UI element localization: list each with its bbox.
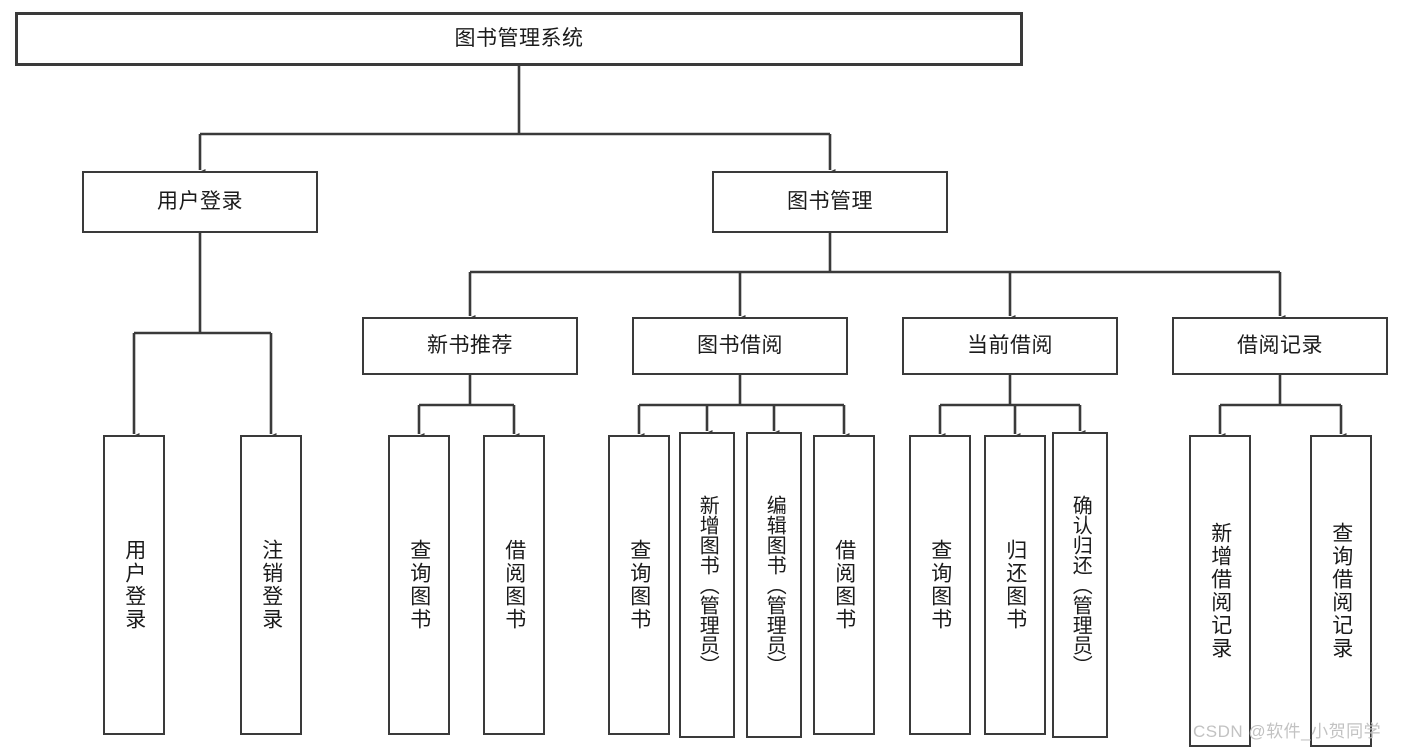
- node-book-manage[interactable]: 图书管理: [712, 171, 948, 233]
- node-user-login[interactable]: 用户登录: [82, 171, 318, 233]
- node-leaf-query-book-3[interactable]: 查询图书: [909, 435, 971, 735]
- node-leaf-query-record[interactable]: 查询借阅记录: [1310, 435, 1372, 747]
- node-borrow-record[interactable]: 借阅记录: [1172, 317, 1388, 375]
- node-label: 图书管理: [787, 189, 873, 213]
- node-new-book-recommend[interactable]: 新书推荐: [362, 317, 578, 375]
- node-label: 注销登录: [259, 539, 283, 631]
- node-label: 查询图书: [928, 539, 952, 631]
- node-label: 查询借阅记录: [1329, 522, 1353, 660]
- node-leaf-return-book[interactable]: 归还图书: [984, 435, 1046, 735]
- node-book-borrow[interactable]: 图书借阅: [632, 317, 848, 375]
- node-label: 查询图书: [407, 539, 431, 631]
- node-leaf-logout[interactable]: 注销登录: [240, 435, 302, 735]
- node-leaf-borrow-book-2[interactable]: 借阅图书: [813, 435, 875, 735]
- node-leaf-add-book[interactable]: 新增图书（管理员）: [679, 432, 735, 738]
- node-label: 新书推荐: [427, 333, 513, 357]
- csdn-watermark: CSDN @软件_小贺同学: [1193, 722, 1382, 741]
- node-label: 新增图书（管理员）: [696, 495, 719, 675]
- node-leaf-confirm-return[interactable]: 确认归还（管理员）: [1052, 432, 1108, 738]
- node-root[interactable]: 图书管理系统: [15, 12, 1023, 66]
- node-label: 当前借阅: [967, 333, 1053, 357]
- node-label: 归还图书: [1003, 539, 1027, 631]
- node-leaf-query-book-2[interactable]: 查询图书: [608, 435, 670, 735]
- node-leaf-borrow-book-1[interactable]: 借阅图书: [483, 435, 545, 735]
- node-leaf-add-record[interactable]: 新增借阅记录: [1189, 435, 1251, 747]
- node-label: 图书管理系统: [454, 26, 584, 50]
- node-label: 用户登录: [122, 539, 146, 631]
- node-current-borrow[interactable]: 当前借阅: [902, 317, 1118, 375]
- node-leaf-user-login[interactable]: 用户登录: [103, 435, 165, 735]
- node-label: 查询图书: [627, 539, 651, 631]
- node-label: 借阅记录: [1237, 333, 1323, 357]
- node-label: 用户登录: [157, 189, 243, 213]
- node-label: 借阅图书: [502, 539, 526, 631]
- node-leaf-query-book-1[interactable]: 查询图书: [388, 435, 450, 735]
- node-leaf-edit-book[interactable]: 编辑图书（管理员）: [746, 432, 802, 738]
- node-label: 图书借阅: [697, 333, 783, 357]
- node-label: 新增借阅记录: [1208, 522, 1232, 660]
- node-label: 确认归还（管理员）: [1069, 495, 1092, 675]
- node-label: 编辑图书（管理员）: [763, 495, 786, 675]
- node-label: 借阅图书: [832, 539, 856, 631]
